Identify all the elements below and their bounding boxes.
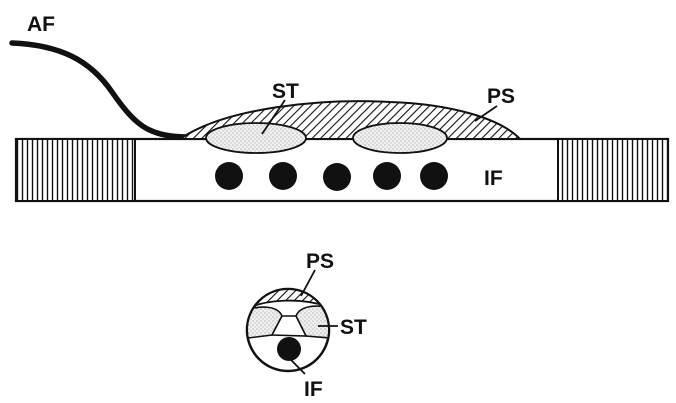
- label-if: IF: [484, 167, 503, 190]
- cross-label-st: ST: [340, 316, 367, 339]
- inclusion-dot-3: [323, 163, 351, 191]
- cross-label-ps: PS: [306, 250, 334, 273]
- cross-section-inclusion-dot: [277, 337, 301, 361]
- cross-label-if: IF: [304, 378, 323, 401]
- cross-ps-leader-line: [301, 270, 315, 296]
- cross-section-view: PS ST IF: [245, 250, 367, 401]
- label-st: ST: [272, 80, 299, 103]
- stippled-region-right: [353, 123, 447, 153]
- anterior-flagellum: [12, 43, 185, 137]
- stippled-region-left: [206, 123, 306, 153]
- inclusion-dot-5: [420, 162, 448, 190]
- label-af: AF: [27, 13, 55, 36]
- striated-end-left: [17, 140, 135, 200]
- striated-end-right: [558, 140, 667, 200]
- inclusion-dot-4: [373, 162, 401, 190]
- longitudinal-view: AF ST PS IF: [12, 13, 668, 201]
- inclusion-dot-2: [269, 162, 297, 190]
- inclusion-dot-1: [215, 162, 243, 190]
- label-ps: PS: [487, 85, 515, 108]
